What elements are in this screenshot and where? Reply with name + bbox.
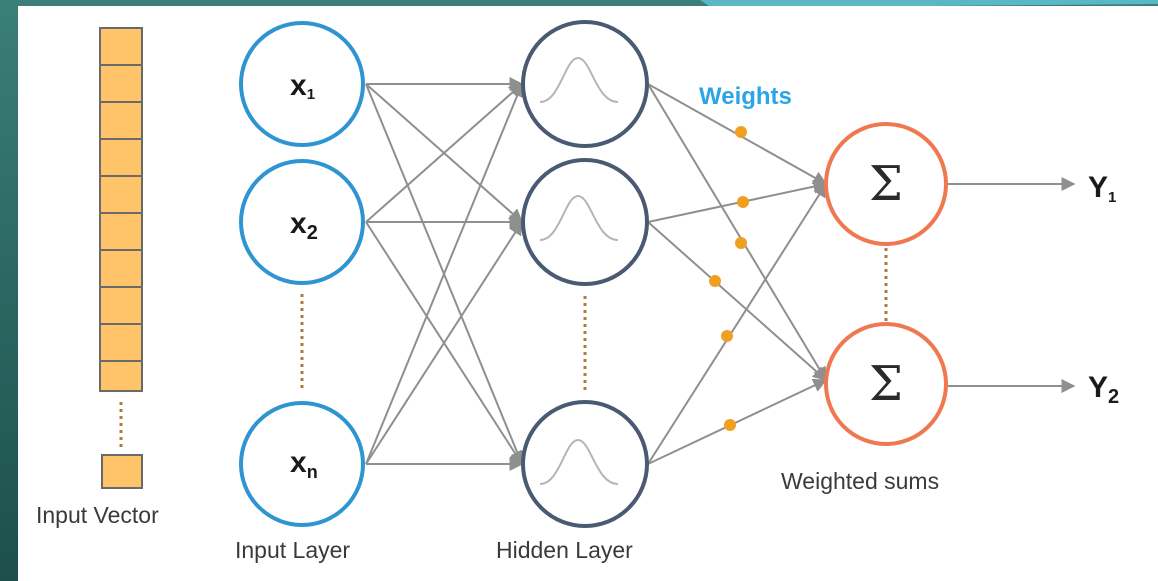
vector-cell — [99, 138, 143, 177]
input-vector — [99, 27, 143, 489]
connection-line — [365, 83, 524, 223]
weights-label: Weights — [699, 83, 792, 110]
connection-line — [647, 83, 827, 382]
hidden-node-2 — [521, 158, 649, 286]
input-layer: x1 x2 xn — [239, 21, 365, 527]
weight-dot — [737, 196, 749, 208]
connection-line — [365, 220, 523, 465]
connections — [365, 77, 1076, 471]
input-node-2-label: x2 — [290, 207, 318, 244]
weight-dot — [735, 237, 747, 249]
input-node-n-label: xn — [290, 446, 318, 482]
input-vector-label: Input Vector — [36, 502, 159, 528]
vector-cell — [99, 212, 143, 251]
vector-cell — [99, 27, 143, 66]
weight-dot — [724, 419, 736, 431]
input-node-1 — [239, 21, 365, 147]
weight-dot — [721, 330, 733, 342]
vector-cell — [99, 249, 143, 288]
sigma-symbol-1: Σ — [869, 156, 903, 212]
gaussian-icon — [539, 438, 619, 485]
input-node-2 — [239, 159, 365, 285]
vector-cell — [99, 64, 143, 103]
connection-line — [647, 379, 828, 465]
gaussian-icon — [539, 194, 619, 241]
connection-line — [365, 82, 524, 465]
input-layer-label: Input Layer — [235, 537, 350, 563]
vector-cell — [99, 175, 143, 214]
vector-last-cell — [101, 454, 143, 489]
weight-dot — [709, 275, 721, 287]
sigma-symbol-2: Σ — [869, 356, 903, 412]
input-node-n — [239, 401, 365, 527]
sum-node-1 — [824, 122, 948, 246]
connection-line — [647, 221, 828, 381]
weighted-sums-label: Weighted sums — [781, 468, 939, 494]
hidden-node-3 — [521, 400, 649, 528]
weight-dot — [735, 126, 747, 138]
hidden-layer — [521, 20, 649, 528]
vector-cell — [99, 360, 143, 392]
sum-node-2 — [824, 322, 948, 446]
output-y1-label: Y1 — [1088, 171, 1116, 206]
output-layer: Σ Σ — [824, 122, 948, 446]
hidden-node-1 — [521, 20, 649, 148]
gaussian-icon — [539, 56, 619, 103]
connection-line — [647, 182, 827, 465]
vector-cell — [99, 101, 143, 140]
output-y2-label: Y2 — [1088, 371, 1119, 408]
vector-cell — [99, 286, 143, 325]
weight-dots — [709, 126, 749, 431]
input-node-1-label: x1 — [290, 69, 315, 103]
connection-line — [647, 179, 828, 223]
hidden-layer-label: Hidden Layer — [496, 537, 633, 563]
vector-cell — [99, 323, 143, 362]
